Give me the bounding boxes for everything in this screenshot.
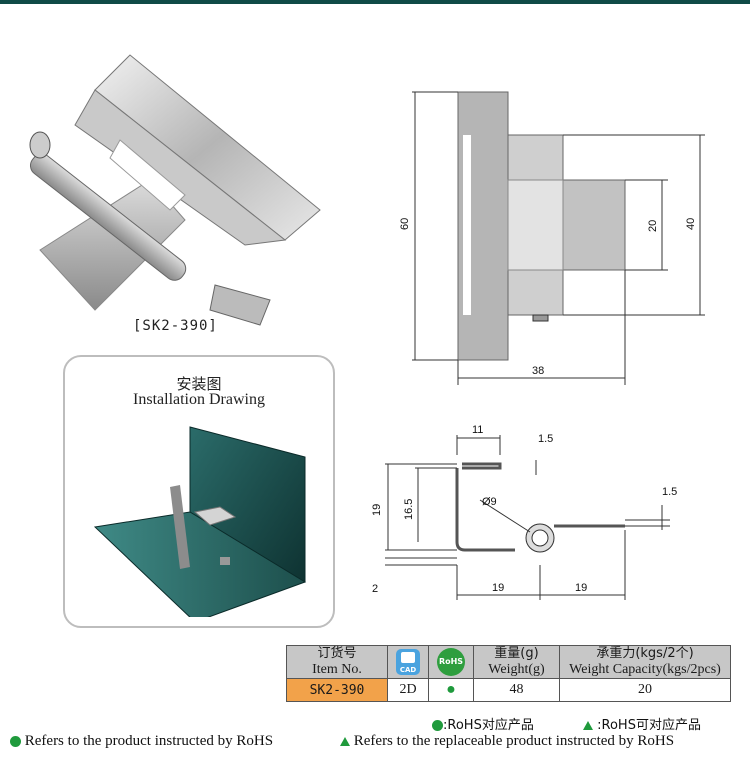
dim-outer-40: 40 [685, 218, 697, 230]
green-triangle-icon [340, 737, 350, 747]
cad-icon: CAD [396, 649, 420, 675]
dim-right-width-19: 19 [575, 582, 587, 594]
green-triangle-icon [583, 721, 593, 730]
technical-drawing: 60 40 20 38 11 1.5 19 16.5 Ø9 1.5 2 19 1… [371, 91, 705, 600]
dim-left-width-19: 19 [492, 582, 504, 594]
header-capacity-en: Weight Capacity(kgs/2pcs) [569, 662, 721, 677]
legend-rohs-en: Refers to the product instructed by RoHS [10, 733, 273, 750]
dim-height-19: 19 [371, 504, 383, 516]
header-item-no: 订货号 Item No. [286, 645, 388, 679]
cad-cell: 2D [387, 678, 429, 702]
dim-top-width-11: 11 [472, 424, 483, 436]
legend-rohs-cn: :RoHS对应产品 [432, 714, 534, 733]
dim-thickness-right-1-5: 1.5 [662, 486, 677, 498]
legend-replaceable-cn: :RoHS可对应产品 [583, 714, 701, 733]
rohs-cell: ● [428, 678, 474, 702]
dim-inner-height-16-5: 16.5 [403, 499, 415, 520]
header-weight-en: Weight(g) [488, 662, 545, 677]
dim-diameter-9: Ø9 [482, 496, 497, 508]
spec-table: 订货号 Item No. CAD RoHS 重量(g) Weight(g) 承重… [286, 645, 731, 702]
dim-offset-2: 2 [372, 583, 378, 595]
dim-height-60: 60 [399, 218, 411, 230]
installation-title-cn: 安装图 [176, 376, 222, 393]
item-no-cell: SK2-390 [286, 678, 388, 702]
header-item-no-en: Item No. [312, 662, 362, 677]
top-accent-bar [0, 0, 750, 4]
header-rohs: RoHS [428, 645, 474, 679]
header-item-no-cn: 订货号 [317, 646, 357, 661]
installation-title-en: Installation Drawing [133, 391, 265, 408]
header-cad: CAD [387, 645, 429, 679]
capacity-cell: 20 [559, 678, 731, 702]
legend-replaceable-en: Refers to the replaceable product instru… [340, 733, 674, 750]
header-capacity-cn: 承重力(kgs/2个) [596, 646, 694, 661]
green-dot-icon [10, 736, 21, 748]
front-view [412, 91, 705, 385]
weight-cell: 48 [473, 678, 560, 702]
header-capacity: 承重力(kgs/2个) Weight Capacity(kgs/2pcs) [559, 645, 731, 679]
dim-inner-20: 20 [647, 220, 659, 232]
side-view [385, 435, 670, 600]
installation-panel: 安装图 Installation Drawing [63, 355, 335, 628]
header-weight: 重量(g) Weight(g) [473, 645, 560, 679]
installation-illustration [93, 426, 307, 617]
table-header-row: 订货号 Item No. CAD RoHS 重量(g) Weight(g) 承重… [286, 645, 731, 679]
header-weight-cn: 重量(g) [494, 646, 539, 661]
rohs-icon: RoHS [437, 648, 465, 676]
product-photo [29, 54, 321, 326]
table-row: SK2-390 2D ● 48 20 [286, 678, 731, 702]
dim-width-38: 38 [532, 365, 544, 377]
product-caption: [SK2-390] [133, 318, 218, 334]
dim-thickness-top-1-5: 1.5 [538, 433, 553, 445]
green-dot-icon [432, 720, 443, 731]
